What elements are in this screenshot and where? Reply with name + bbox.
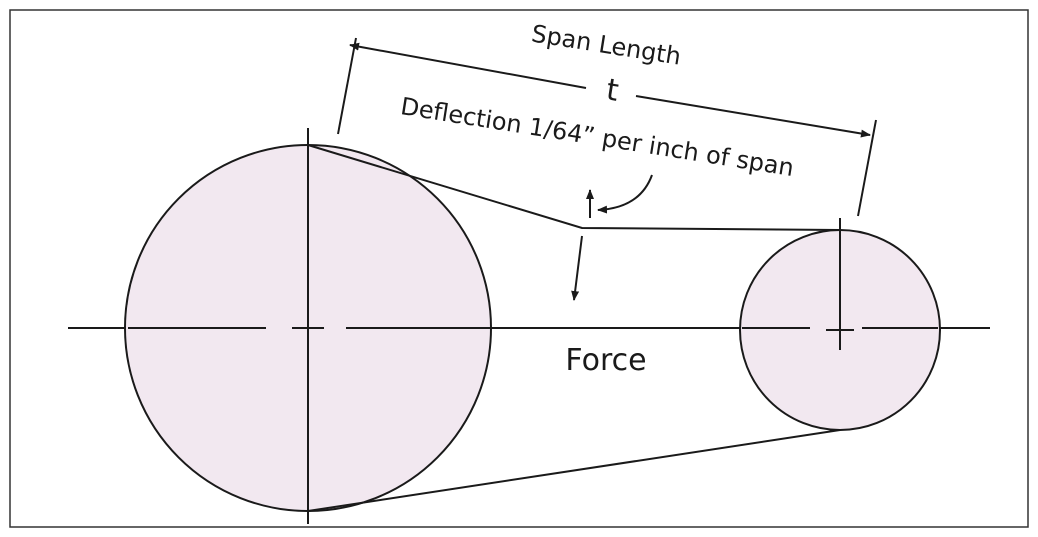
deflection-label: Deflection 1/64” per inch of span — [399, 92, 796, 182]
span-right-extension — [857, 119, 877, 217]
deflection-callout-arrow — [597, 174, 653, 214]
span-dimension-right — [635, 95, 871, 138]
belt-lower-span — [307, 429, 841, 512]
belt-upper-span — [307, 144, 841, 231]
span-dimension-left — [349, 42, 587, 89]
large-pulley-center-mark — [292, 312, 324, 344]
force-label: Force — [565, 343, 646, 378]
span-left-extension — [337, 37, 357, 135]
span-symbol-label: t — [604, 72, 621, 108]
diagram-frame — [9, 9, 1029, 528]
span-length-label: Span Length — [530, 19, 683, 70]
deflection-guide — [571, 235, 583, 301]
small-pulley-center-mark — [826, 316, 854, 344]
